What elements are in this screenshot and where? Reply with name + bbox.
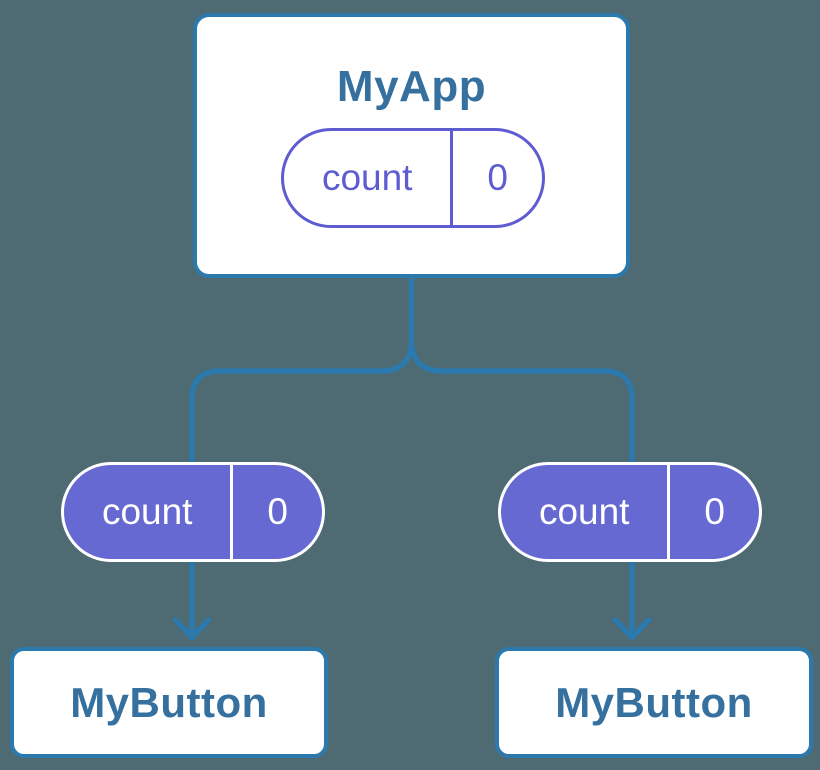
arrowhead-icons [172, 617, 652, 641]
prop-label: count [501, 465, 671, 559]
myapp-card: MyApp count 0 [193, 13, 630, 278]
branch-lines [189, 278, 635, 636]
prop-label: count [64, 465, 234, 559]
mybutton-title: MyButton [555, 678, 753, 726]
myapp-title: MyApp [336, 62, 487, 111]
prop-pill-left: count 0 [61, 462, 325, 562]
mybutton-card-right: MyButton [495, 647, 813, 758]
prop-value: 0 [267, 491, 288, 532]
mybutton-title: MyButton [70, 678, 268, 726]
mybutton-card-left: MyButton [10, 647, 328, 758]
state-label: count [284, 131, 454, 225]
state-value: 0 [487, 157, 508, 198]
prop-value: 0 [704, 491, 725, 532]
myapp-state-pill: count 0 [281, 128, 545, 228]
prop-pill-right: count 0 [498, 462, 762, 562]
